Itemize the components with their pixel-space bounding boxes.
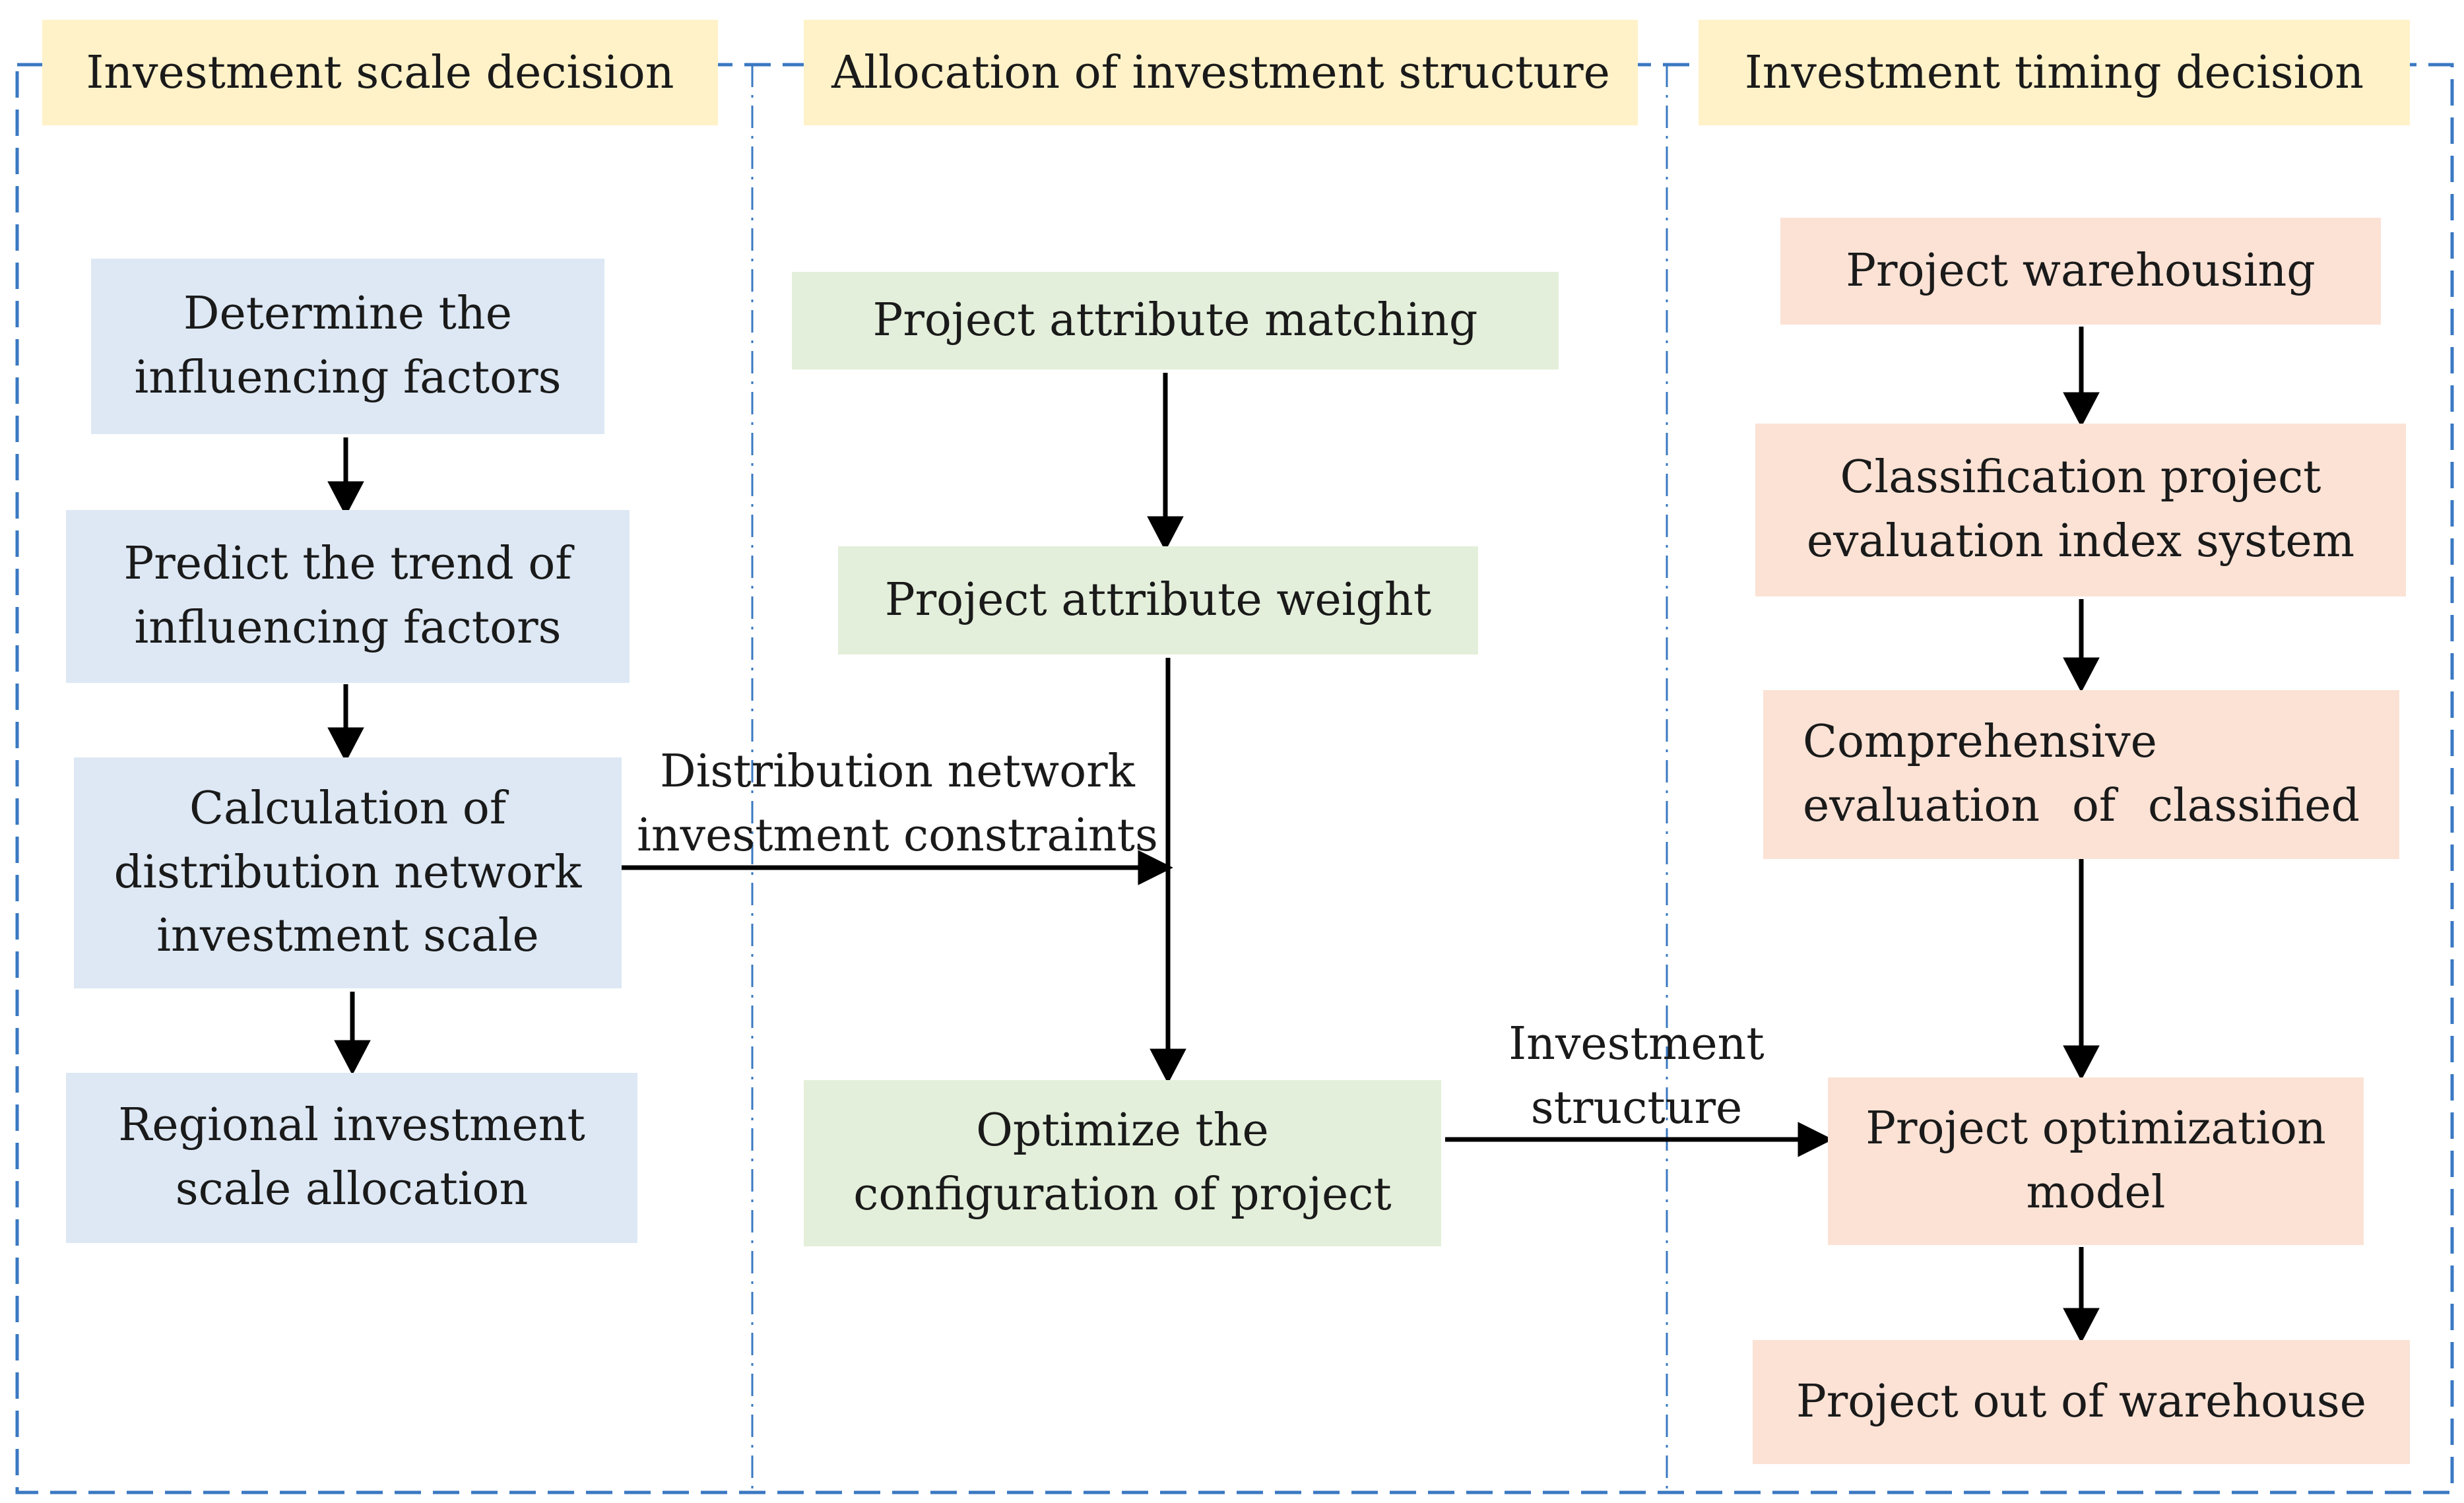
- box-comprehensive-evaluation: Comprehensive evaluation of classified: [1763, 690, 2399, 859]
- box-project-optimization-model: Project optimization model: [1828, 1077, 2364, 1245]
- box-regional-allocation: Regional investment scale allocation: [66, 1073, 637, 1243]
- edge-label-line: structure: [1530, 1081, 1743, 1134]
- box-calculate-investment-scale: Calculation of distribution network inve…: [74, 757, 622, 988]
- header-investment-structure-label: Allocation of investment structure: [831, 46, 1610, 99]
- box-text-line: Regional investment: [118, 1099, 585, 1152]
- box-text-line: Project optimization: [1865, 1103, 2326, 1155]
- box-project-out-of-warehouse: Project out of warehouse: [1753, 1340, 2410, 1464]
- box-text-word: of: [2071, 780, 2116, 832]
- header-investment-timing: Investment timing decision: [1699, 20, 2410, 125]
- box-text-line: Project attribute weight: [884, 573, 1432, 626]
- box-text-line: Optimize the: [976, 1104, 1269, 1157]
- box-text-line: evaluation of classified: [1803, 775, 2360, 839]
- header-investment-scale: Investment scale decision: [42, 20, 718, 125]
- box-text-line: influencing factors: [134, 602, 562, 654]
- box-text-line: Project out of warehouse: [1796, 1375, 2367, 1428]
- box-predict-trend: Predict the trend of influencing factors: [66, 510, 630, 683]
- box-text-line: evaluation index system: [1806, 515, 2355, 567]
- box-text-line: Comprehensive: [1803, 711, 2360, 775]
- box-text-line: Project warehousing: [1846, 244, 2316, 297]
- box-text-line: configuration of project: [853, 1168, 1392, 1221]
- edge-label-constraints: Distribution network investment constrai…: [627, 740, 1168, 868]
- box-optimize-configuration: Optimize the configuration of project: [804, 1080, 1441, 1246]
- header-investment-timing-label: Investment timing decision: [1744, 46, 2364, 99]
- box-attribute-weight: Project attribute weight: [838, 546, 1478, 655]
- box-text-line: Classification project: [1840, 451, 2321, 504]
- box-text-word: classified: [2147, 780, 2360, 832]
- box-project-warehousing: Project warehousing: [1780, 218, 2381, 325]
- box-text-line: investment scale: [156, 910, 539, 963]
- edge-label-line: Investment: [1508, 1018, 1765, 1070]
- box-text-line: model: [2026, 1167, 2166, 1219]
- edge-label-line: Distribution network: [660, 746, 1135, 798]
- header-investment-scale-label: Investment scale decision: [86, 46, 674, 99]
- box-determine-influencing-factors: Determine the influencing factors: [91, 259, 604, 434]
- header-investment-structure: Allocation of investment structure: [804, 20, 1638, 125]
- box-text-line: scale allocation: [175, 1163, 529, 1215]
- box-classification-evaluation-index: Classification project evaluation index …: [1755, 424, 2406, 596]
- box-text-line: influencing factors: [134, 352, 562, 404]
- box-text-word: Comprehensive: [1803, 716, 2157, 769]
- box-text-word: evaluation: [1803, 780, 2040, 832]
- edge-label-line: investment constraints: [637, 809, 1158, 862]
- box-text-line: Calculation of: [189, 783, 507, 835]
- edge-label-investment-structure: Investment structure: [1472, 1013, 1801, 1140]
- box-text-line: Project attribute matching: [872, 294, 1478, 346]
- box-text-line: Determine the: [183, 288, 513, 340]
- box-text-line: Predict the trend of: [123, 538, 572, 591]
- box-attribute-matching: Project attribute matching: [792, 272, 1559, 369]
- box-text-line: distribution network: [113, 846, 582, 899]
